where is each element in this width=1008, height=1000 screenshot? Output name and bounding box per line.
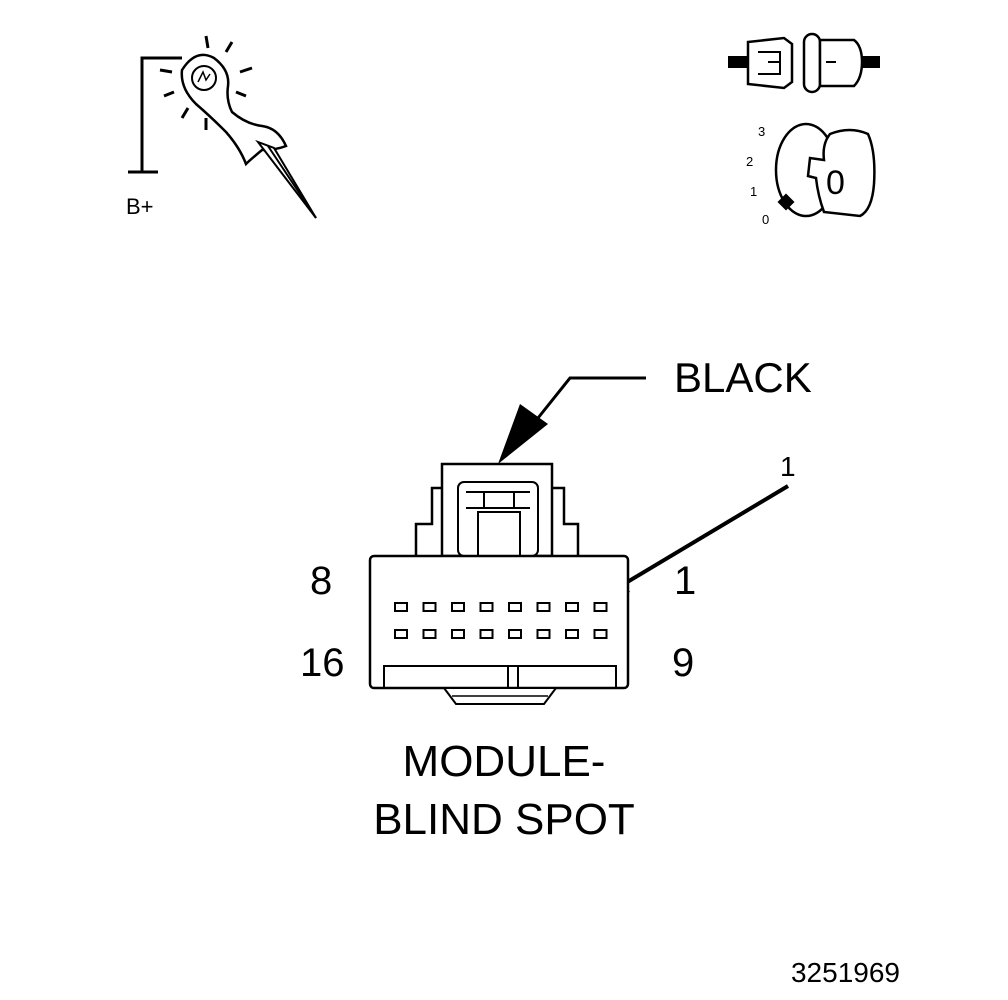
ignition-key-icon: [774, 122, 876, 218]
pin-cavity: [479, 629, 494, 639]
pin-cavity: [508, 602, 522, 612]
pin-cavity: [422, 629, 437, 639]
pin-cavity: [565, 602, 579, 612]
pin-cavity: [394, 629, 408, 639]
pin-cavity: [565, 629, 579, 639]
pin-cavity: [451, 602, 465, 612]
pin-cavity: [593, 602, 608, 612]
bottom-row-left-pin-label: 16: [300, 641, 345, 685]
pin-cavity: [394, 602, 408, 612]
pin-cavity: [593, 629, 608, 639]
color-callout-arrow: [498, 376, 646, 464]
pin-cavity: [536, 602, 551, 612]
pin-cavity: [508, 629, 522, 639]
ignition-key-position: 0: [826, 164, 845, 202]
bottom-row-right-pin-label: 9: [672, 641, 694, 685]
pin-cavity: [451, 629, 465, 639]
top-row-right-pin-label: 1: [674, 559, 696, 603]
pin-cavity: [479, 602, 494, 612]
pin-row-top: [394, 602, 608, 612]
callout-pin-number: 1: [780, 451, 796, 482]
figure-id: 3251969: [791, 957, 900, 988]
test-light-probe-icon: [128, 35, 317, 219]
disconnected-connector-icon: [728, 32, 880, 94]
connector-color-label: BLACK: [674, 354, 812, 401]
top-row-left-pin-label: 8: [310, 559, 332, 603]
b-plus-label: B+: [126, 194, 154, 219]
pin-cavity: [536, 629, 551, 639]
ignition-position-2: 2: [746, 154, 753, 169]
ignition-position-1: 1: [750, 184, 757, 199]
ignition-position-3: 3: [758, 124, 765, 139]
title-line-1: MODULE-: [403, 737, 606, 786]
ignition-position-0: 0: [762, 212, 769, 227]
title-line-2: BLIND SPOT: [373, 795, 635, 844]
pin-row-bottom: [394, 629, 608, 639]
connector-body: [368, 462, 630, 705]
pin-cavity: [422, 602, 437, 612]
